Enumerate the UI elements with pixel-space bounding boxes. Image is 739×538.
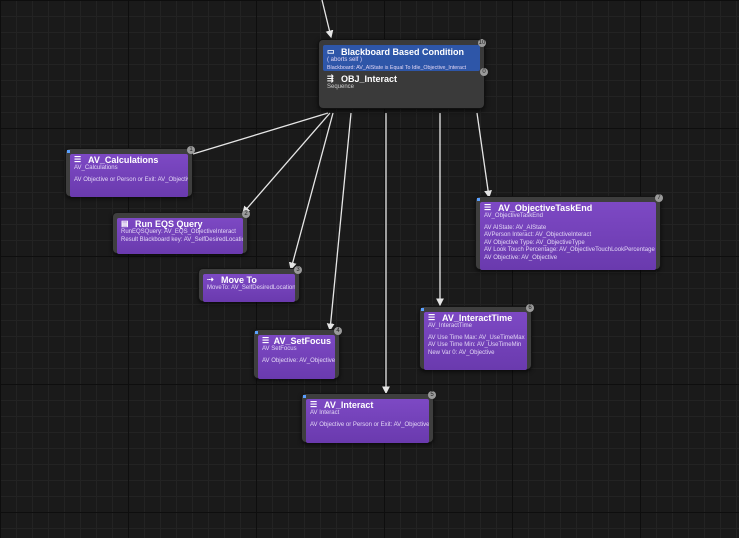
node-line: Result Blackboard key: AV_SelfDesiredLoc… — [121, 236, 243, 243]
node-title: AV_ObjectiveTaskEnd — [498, 203, 593, 213]
eqs-icon: ▤ — [121, 219, 129, 228]
node-line: AV Use Time Min: AV_UseTimeMin — [428, 342, 522, 348]
node-badge: 3 — [294, 266, 302, 274]
task-node-av-setfocus[interactable]: ☰AV_SetFocus AV SetFocus AV Objective: A… — [254, 327, 342, 379]
node-line: New Var 0: AV_Objective — [428, 349, 495, 356]
node-line: AV_InteractTime — [428, 323, 473, 329]
decorator-desc: Blackboard: AV_AIState is Equal To Idle_… — [327, 64, 467, 71]
composite-type: Sequence — [327, 84, 355, 90]
task-icon: ☰ — [484, 203, 492, 212]
node-line: AV Objective or Person or Exit: AV_Objec… — [310, 421, 429, 428]
wire-parent — [321, 0, 334, 39]
task-node-av-interacttime[interactable]: ☰AV_InteractTime AV_InteractTime AV Use … — [420, 304, 534, 370]
composite-title: OBJ_Interact — [341, 74, 398, 84]
node-line: AV_Calculations — [74, 165, 118, 171]
node-title: AV_Calculations — [88, 155, 159, 165]
wire-calc — [181, 112, 329, 159]
node-line: AV Use Time Max: AV_UseTimeMax — [428, 334, 525, 341]
task-icon: ☰ — [310, 400, 318, 409]
task-icon: ☰ — [428, 313, 436, 322]
node-title: Move To — [221, 275, 257, 285]
node-badge: 5 — [428, 391, 436, 399]
node-badge: 7 — [655, 194, 663, 202]
node-line: AV_ObjectiveTaskEnd — [484, 213, 543, 219]
blackboard-decorator[interactable]: ▭ Blackboard Based Condition ( aborts se… — [323, 39, 486, 71]
task-icon: ☰ — [262, 336, 270, 345]
node-line: RunEQSQuery: AV_EQS_ObjectiveInteract — [121, 229, 236, 235]
wire-setfocus — [326, 112, 352, 332]
node-line: AV SetFocus — [262, 346, 297, 352]
node-line: AV Objective: AV_Objective — [262, 357, 335, 364]
composite-badge: 0 — [480, 68, 488, 76]
node-badge: 4 — [334, 327, 342, 335]
task-icon: ☰ — [74, 155, 82, 164]
task-node-run-eqs-query[interactable]: ▤ Run EQS Query RunEQSQuery: AV_EQS_Objec… — [113, 210, 250, 254]
task-node-move-to[interactable]: ⇢Move To MoveTo: AV_SelfDesiredLocation … — [199, 266, 302, 302]
node-line: AV AIState: AV_AIState — [484, 224, 547, 231]
node-line: AVPerson Interact: AV_ObjectiveInteract — [484, 232, 592, 238]
composite-sequence[interactable]: ⇶ OBJ_Interact Sequence — [323, 71, 480, 95]
task-node-av-calculations[interactable]: ☰AV_Calculations AV_Calculations AV Obje… — [66, 146, 195, 197]
wire-eqs — [242, 112, 331, 214]
node-badge: 1 — [187, 146, 195, 154]
node-title: AV_SetFocus — [273, 336, 331, 346]
task-node-av-interact[interactable]: ☰ AV_Interact AV Interact AV Objective or… — [302, 391, 436, 443]
node-line: AV Objective Type: AV_ObjectiveType — [484, 239, 585, 246]
node-line: AV Objective: AV_Objective — [484, 254, 558, 261]
sequence-icon: ⇶ — [327, 74, 334, 83]
decorator-abort: ( aborts self ) — [327, 57, 363, 63]
node-line: AV Look Touch Percentage: AV_ObjectiveTo… — [484, 247, 655, 253]
node-badge: 2 — [242, 210, 250, 218]
node-title: AV_Interact — [324, 400, 374, 410]
node-line: MoveTo: AV_SelfDesiredLocation — [207, 285, 295, 291]
wire-moveto — [288, 112, 334, 271]
decorator-badge: 10 — [478, 39, 486, 47]
blackboard-icon: ▭ — [327, 47, 335, 56]
task-node-av-objectivetaskend[interactable]: ☰AV_ObjectiveTaskEnd AV_ObjectiveTaskEnd… — [476, 194, 663, 270]
node-line: AV Objective or Person or Exit: AV_Objec… — [74, 176, 188, 183]
wire-taskend — [476, 112, 492, 199]
node-title: Run EQS Query — [135, 219, 203, 229]
root-sequence-node[interactable]: ▭ Blackboard Based Condition ( aborts se… — [319, 39, 488, 108]
node-line: AV Interact — [310, 410, 340, 416]
node-badge: 6 — [526, 304, 534, 312]
move-to-icon: ⇢ — [207, 275, 214, 284]
decorator-title: Blackboard Based Condition — [341, 47, 465, 57]
node-title: AV_InteractTime — [442, 313, 513, 323]
